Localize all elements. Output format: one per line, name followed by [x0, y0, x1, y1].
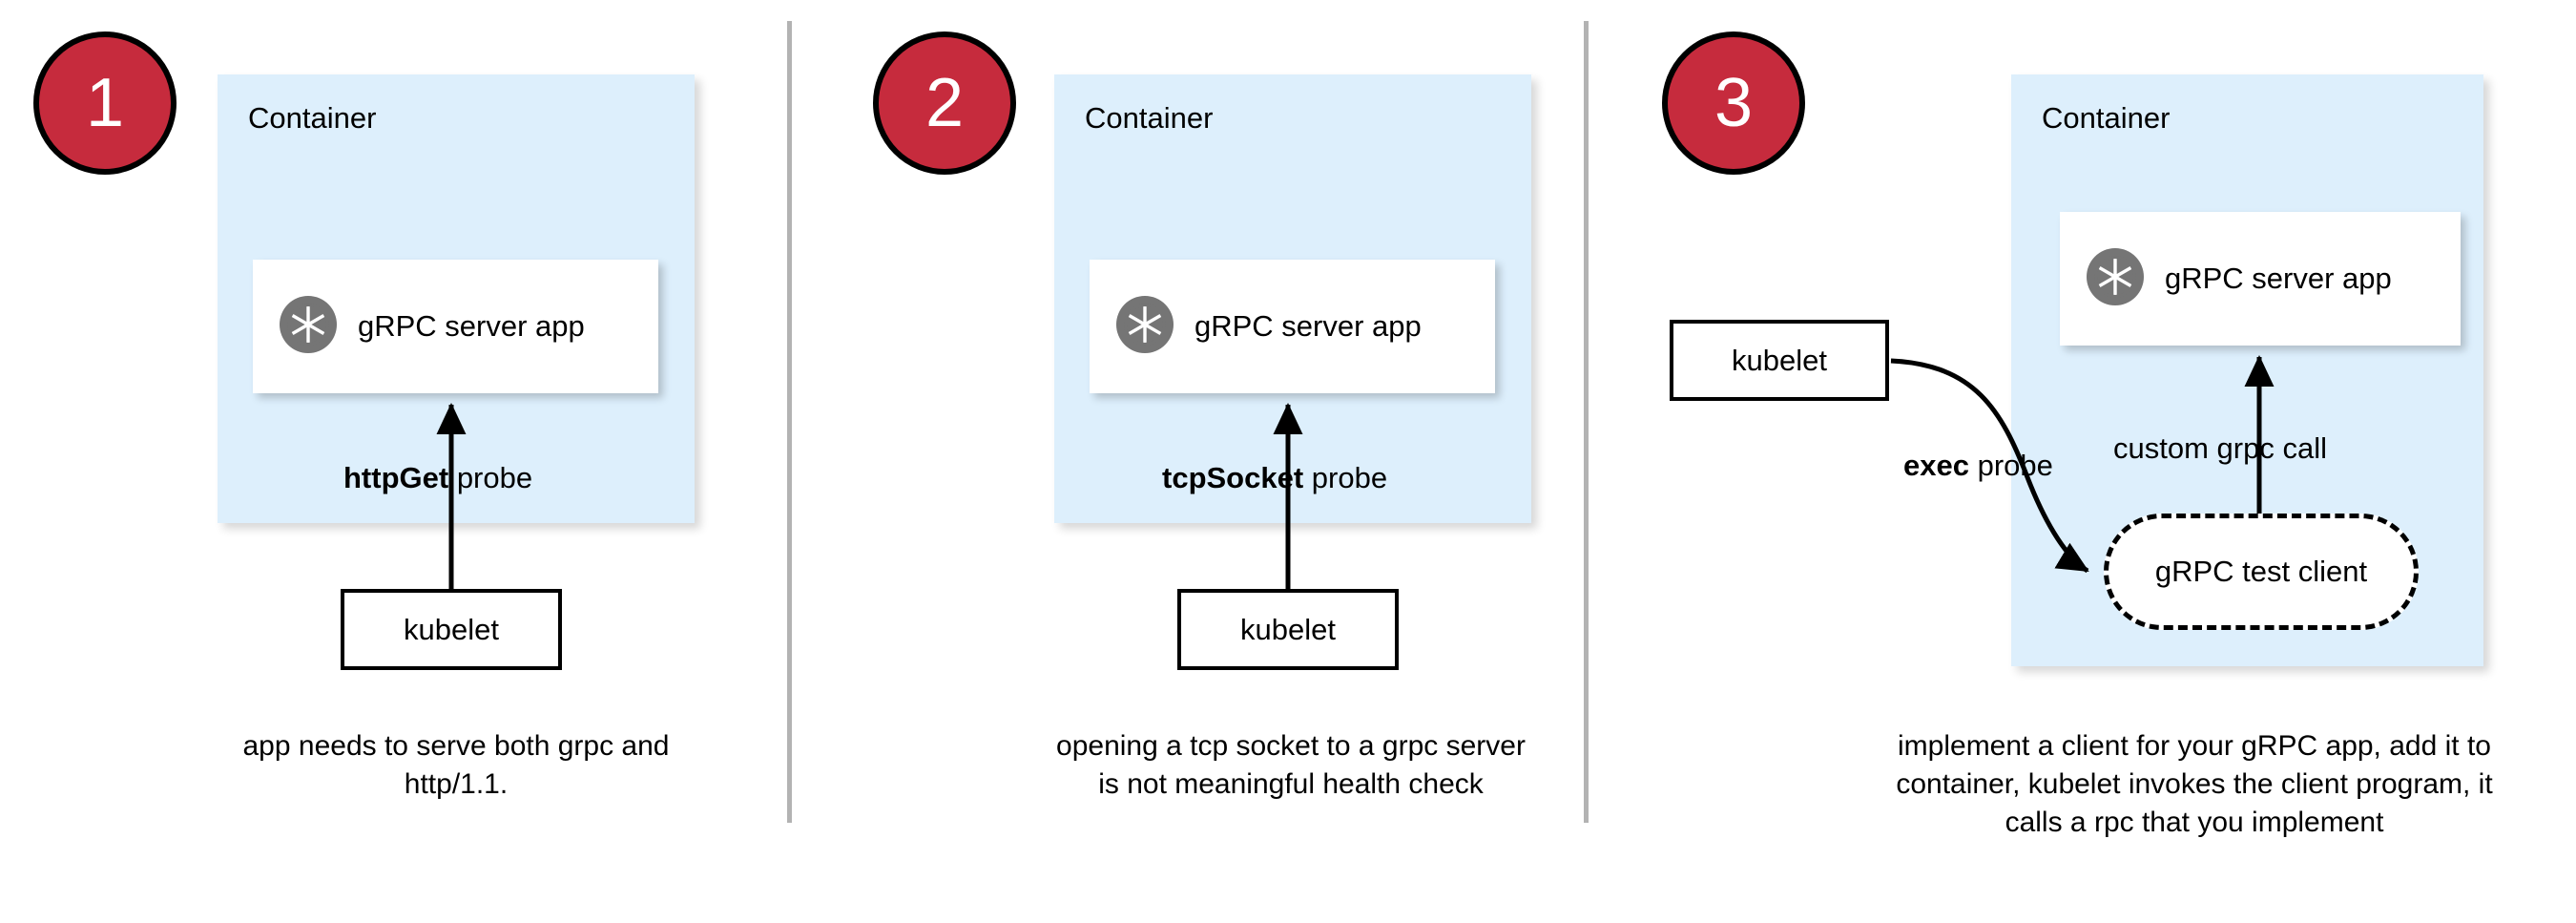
probe-label-1: httpGet probe [343, 461, 532, 495]
container-label-3: Container [2042, 101, 2171, 135]
custom-grpc-call-label: custom grpc call [2113, 431, 2327, 465]
container-label-1: Container [248, 101, 377, 135]
grpc-server-app-label-2: gRPC server app [1195, 309, 1422, 343]
grpc-server-app-card-2: gRPC server app [1090, 260, 1495, 393]
probe-label-2-rest: probe [1303, 461, 1388, 494]
step-badge-2: 2 [873, 31, 1016, 175]
step-badge-3: 3 [1662, 31, 1805, 175]
kubelet-box-1: kubelet [341, 589, 562, 670]
grpc-aperture-icon [278, 294, 339, 360]
kubelet-box-2: kubelet [1177, 589, 1399, 670]
grpc-server-app-card-1: gRPC server app [253, 260, 658, 393]
probe-label-3: exec probe [1903, 449, 2053, 483]
caption-2: opening a tcp socket to a grpc server is… [1056, 730, 1526, 800]
container-label-2: Container [1085, 101, 1214, 135]
caption-1: app needs to serve both grpc and http/1.… [242, 730, 670, 800]
grpc-test-client-node: gRPC test client [2104, 514, 2419, 630]
kubelet-box-3: kubelet [1670, 320, 1889, 401]
probe-label-2-strong: tcpSocket [1162, 461, 1304, 494]
probe-label-1-rest: probe [448, 461, 533, 494]
step-badge-1: 1 [33, 31, 177, 175]
caption-3: implement a client for your gRPC app, ad… [1896, 730, 2493, 838]
grpc-server-app-label-1: gRPC server app [358, 309, 585, 343]
grpc-aperture-icon [1114, 294, 1175, 360]
grpc-aperture-icon [2085, 246, 2146, 312]
grpc-server-app-card-3: gRPC server app [2060, 212, 2461, 346]
probe-label-2: tcpSocket probe [1162, 461, 1387, 495]
panel-divider-2 [1584, 21, 1589, 823]
probe-label-3-strong: exec [1903, 449, 1969, 482]
probe-label-1-strong: httpGet [343, 461, 449, 494]
probe-label-3-rest: probe [1968, 449, 2053, 482]
panel-divider-1 [787, 21, 792, 823]
grpc-server-app-label-3: gRPC server app [2165, 262, 2392, 295]
